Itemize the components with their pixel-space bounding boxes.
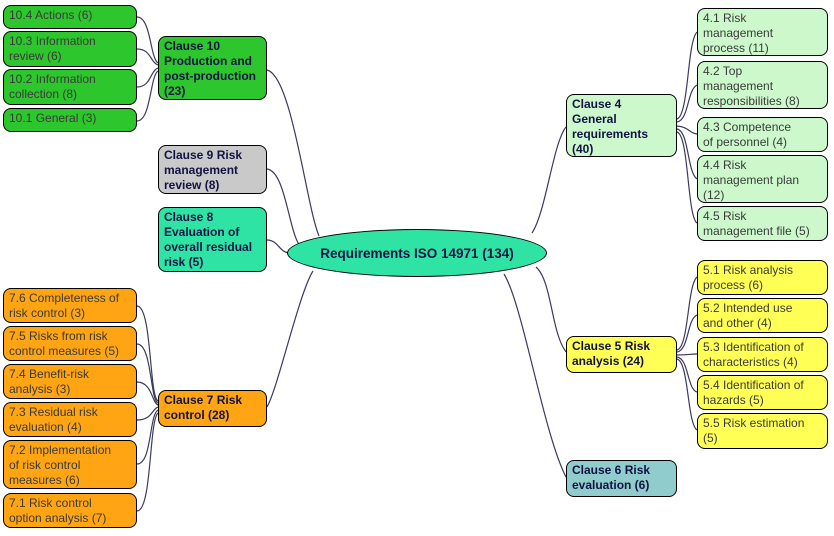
node-4-4[interactable]: 4.4 Risk management plan (12) [697, 155, 828, 203]
node-4-3[interactable]: 4.3 Competence of personnel (4) [697, 117, 828, 152]
node-7-5[interactable]: 7.5 Risks from risk control measures (5) [3, 326, 137, 361]
node-clause-5[interactable]: Clause 5 Risk analysis (24) [566, 336, 677, 373]
connector-5-5 [676, 358, 698, 431]
connector-5-1 [676, 276, 698, 351]
connector-7-4 [136, 381, 159, 406]
connector-root-clause6 [503, 273, 567, 478]
connector-root-clause4 [531, 126, 567, 234]
node-clause-9[interactable]: Clause 9 Risk management review (8) [158, 145, 267, 194]
connector-10-2 [136, 67, 159, 88]
connector-root-clause5 [535, 266, 567, 353]
connector-5-2 [676, 314, 698, 353]
connector-4-5 [676, 131, 698, 224]
connector-7-2 [136, 409, 159, 465]
node-4-5[interactable]: 4.5 Risk management file (5) [697, 206, 828, 241]
node-clause-8[interactable]: Clause 8 Evaluation of overall residual … [158, 207, 267, 272]
node-clause-7[interactable]: Clause 7 Risk control (28) [158, 390, 267, 427]
node-7-6[interactable]: 7.6 Completeness of risk control (3) [3, 288, 137, 323]
connector-5-4 [676, 356, 698, 393]
node-clause-6[interactable]: Clause 6 Risk evaluation (6) [566, 460, 677, 497]
node-4-2[interactable]: 4.2 Top management responsibilities (8) [697, 61, 828, 109]
node-5-4[interactable]: 5.4 Identification of hazards (5) [697, 375, 828, 410]
node-7-2[interactable]: 7.2 Implementation of risk control measu… [3, 440, 137, 489]
connector-4-2 [676, 84, 698, 123]
connector-10-1 [136, 70, 159, 122]
node-5-2[interactable]: 5.2 Intended use and other (4) [697, 298, 828, 333]
node-7-3[interactable]: 7.3 Residual risk evaluation (4) [3, 402, 137, 437]
node-5-1[interactable]: 5.1 Risk analysis process (6) [697, 260, 828, 295]
connector-7-5 [136, 343, 159, 404]
connector-4-4 [676, 128, 698, 180]
connector-clause10-root [266, 69, 320, 237]
connector-clause7-root [266, 270, 314, 408]
node-4-1[interactable]: 4.1 Risk management process (11) [697, 8, 828, 56]
node-10-1[interactable]: 10.1 General (3) [3, 108, 137, 132]
node-10-2[interactable]: 10.2 Information collection (8) [3, 69, 137, 105]
node-7-4[interactable]: 7.4 Benefit-risk analysis (3) [3, 364, 137, 399]
connector-7-1 [136, 412, 159, 512]
node-7-1[interactable]: 7.1 Risk control option analysis (7) [3, 493, 137, 528]
connector-7-3 [136, 406, 159, 421]
node-5-5[interactable]: 5.5 Risk estimation (5) [697, 413, 828, 449]
node-10-4[interactable]: 10.4 Actions (6) [3, 5, 137, 29]
connector-7-6 [136, 305, 159, 402]
connector-4-1 [676, 31, 698, 120]
node-root[interactable]: Requirements ISO 14971 (134) [287, 229, 547, 277]
connector-clause8-root [266, 239, 290, 254]
connector-4-3 [676, 125, 698, 135]
connector-10-4 [136, 16, 159, 64]
node-5-3[interactable]: 5.3 Identification of characteristics (4… [697, 337, 828, 372]
connector-5-3 [676, 353, 698, 356]
connector-clause9-root [266, 168, 302, 248]
node-clause-4[interactable]: Clause 4 General requirements (40) [566, 94, 677, 157]
connector-10-3 [136, 48, 159, 66]
node-10-3[interactable]: 10.3 Information review (6) [3, 31, 137, 67]
node-clause-10[interactable]: Clause 10 Production and post-production… [158, 36, 267, 100]
